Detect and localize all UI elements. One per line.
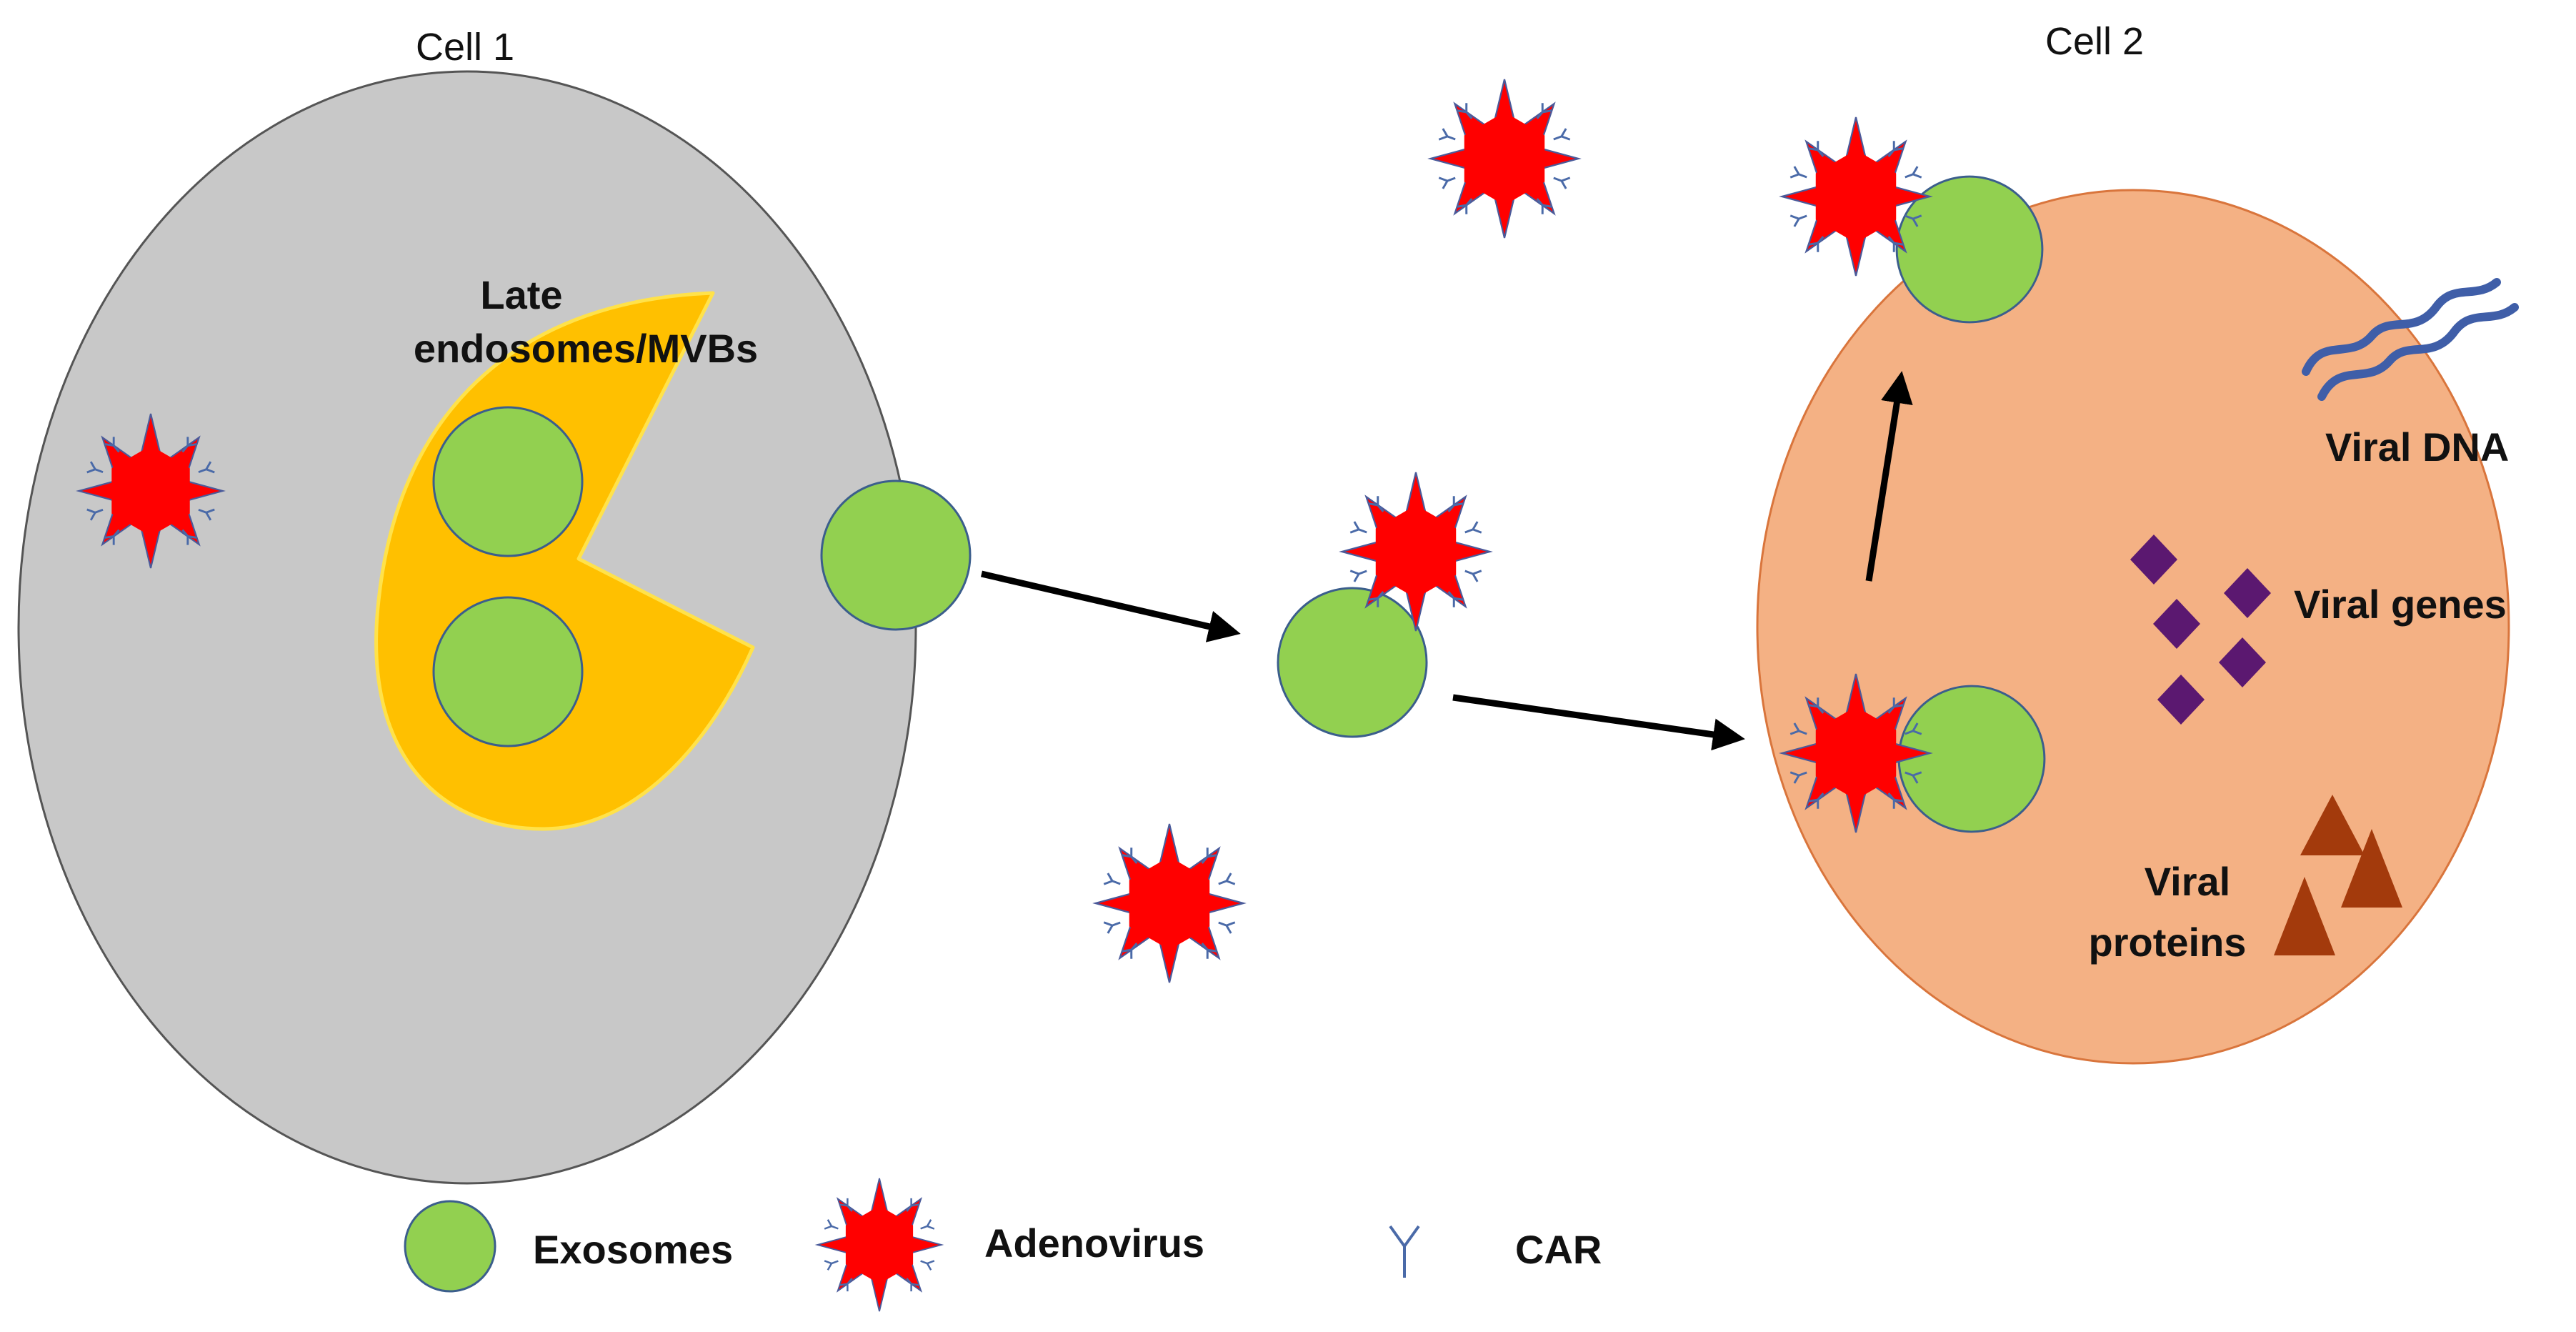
- viral-protein-icon: [2341, 829, 2402, 908]
- viral-gene-icon: [2130, 535, 2177, 585]
- viral-gene-icon: [2219, 637, 2266, 687]
- late-endosomes-label-line2: endosomes/MVBs: [414, 326, 758, 371]
- viral-genes-group: [2130, 535, 2271, 725]
- viral-gene-icon: [2224, 568, 2271, 618]
- car-receptor-icon: [1389, 1225, 1420, 1278]
- viral-gene-icon: [2157, 675, 2205, 725]
- legend: Exosomes Adenovirus CAR: [404, 1178, 1602, 1311]
- adenovirus-icon: [1430, 79, 1578, 238]
- exosome-icon: [820, 479, 972, 631]
- viral-protein-icon: [2300, 795, 2365, 855]
- adenovirus-icon: [1095, 824, 1243, 983]
- arrow-icon: [1452, 694, 1745, 751]
- viral-dna-label: Viral DNA: [2325, 424, 2509, 469]
- arrow-icon: [1865, 371, 1913, 582]
- viral-proteins-label-line1: Viral: [2145, 859, 2230, 904]
- cell-2-label: Cell 2: [2045, 20, 2144, 63]
- exosome-icon: [1277, 587, 1428, 738]
- viral-gene-icon: [2153, 599, 2200, 649]
- viral-dna-icon: [2302, 278, 2519, 401]
- viral-genes-label: Viral genes: [2294, 582, 2507, 627]
- adenovirus-icon: [817, 1178, 942, 1311]
- exosome-icon: [432, 406, 584, 557]
- exosome-icon: [1897, 685, 2046, 833]
- legend-exosomes-label: Exosomes: [533, 1227, 733, 1272]
- legend-adenovirus-label: Adenovirus: [984, 1221, 1204, 1266]
- exosome-icon: [404, 1200, 496, 1293]
- viral-protein-icon: [2274, 877, 2335, 955]
- arrow-icon: [980, 570, 1241, 642]
- cell-1-label: Cell 1: [416, 26, 514, 69]
- legend-car-label: CAR: [1515, 1227, 1602, 1272]
- exosome-icon: [432, 596, 584, 747]
- viral-proteins-label-line2: proteins: [2089, 920, 2247, 965]
- late-endosomes-label-line1: Late: [480, 272, 562, 317]
- viral-proteins-group: [2274, 795, 2402, 955]
